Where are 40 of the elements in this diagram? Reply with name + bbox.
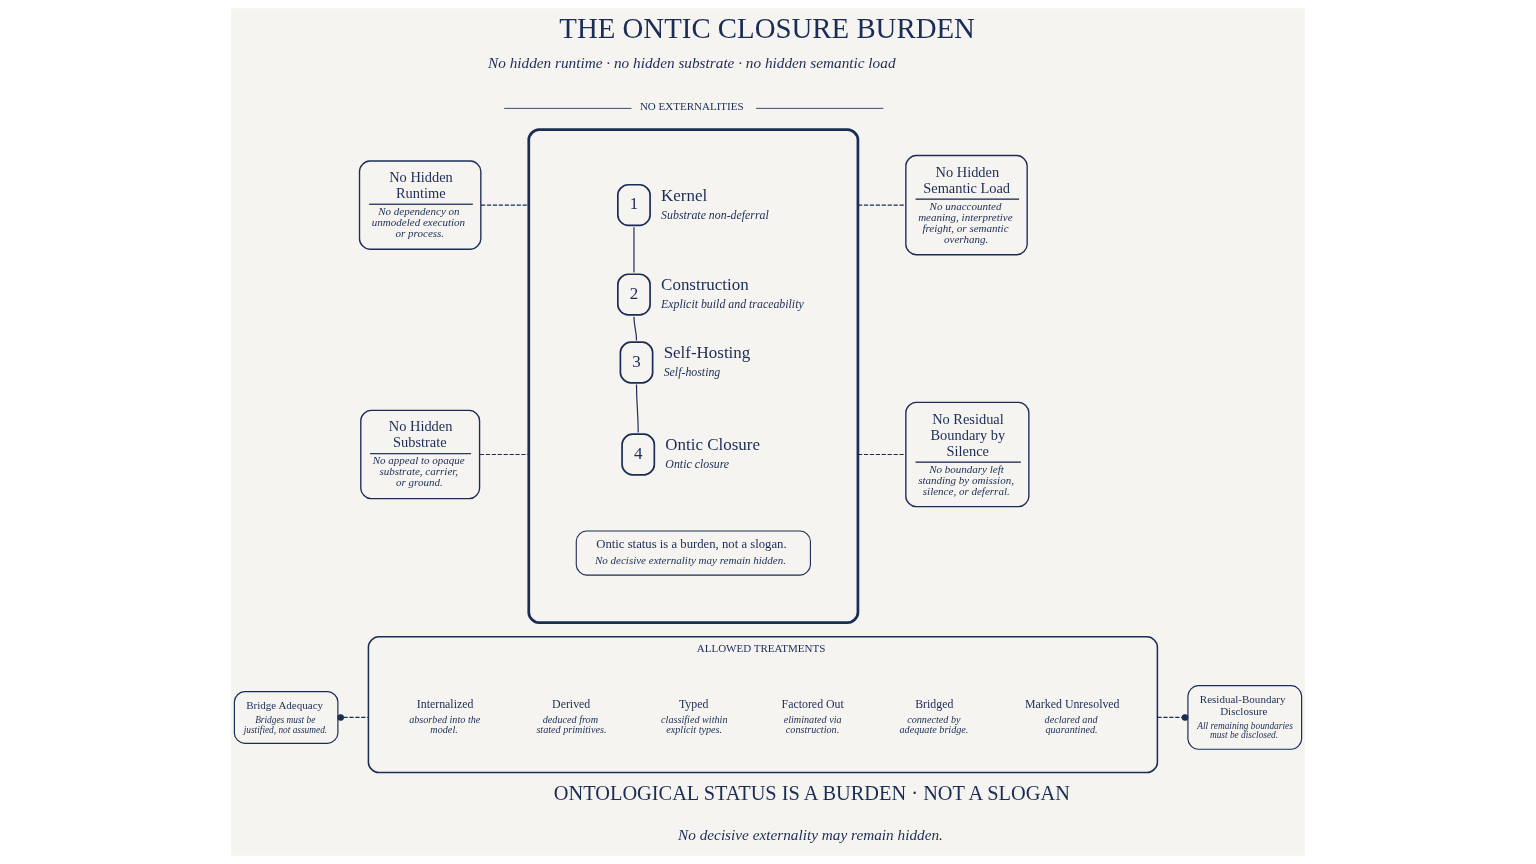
label: ONTOLOGICAL STATUS IS A BURDEN · NOT A SLOGAN: [553, 781, 1070, 804]
node-label: Ontic Closure: [665, 435, 761, 455]
connector: [635, 383, 639, 434]
node-box: No Hidden Semantic Load No unaccounted meaning, interpretive freight, or semantic overhang.: [905, 154, 1028, 256]
node-text: Marked Unresolved declared and quarantined.: [1025, 697, 1120, 736]
cluster: [527, 128, 860, 624]
node-text: Typed classified within explicit types.: [661, 697, 728, 736]
connector: [1156, 714, 1189, 721]
connector: [633, 316, 638, 341]
node-label: Self-hosting: [663, 365, 721, 380]
connector: [633, 226, 635, 274]
node-label: Ontic closure: [665, 457, 730, 472]
node-box: Bridge Adequacy Bridges must be justified, not assumed.: [233, 690, 339, 744]
node-text: Internalized absorbed into the model.: [409, 697, 481, 736]
node-box: Residual-Boundary Disclosure All remaining boundaries must be disclosed.: [1187, 685, 1303, 750]
connector: [480, 204, 530, 206]
node-box: No Residual Boundary by Silence No boundary left standing by omission, silence, or deferral.: [905, 401, 1030, 508]
connector: [857, 453, 907, 456]
node-label: Explicit build and traceability: [661, 297, 804, 312]
node-box: No Hidden Substrate No appeal to opaque substrate, carrier, or ground.: [360, 409, 481, 500]
node-box: Ontic status is a burden, not a slogan. No decisive externality may remain hidden.: [575, 530, 811, 576]
diagram-title: THE ONTIC CLOSURE BURDEN: [559, 12, 975, 45]
node-label: Self-Hosting: [663, 343, 751, 363]
node-box: 1: [617, 183, 651, 227]
node-text: Bridged connected by adequate bridge.: [899, 697, 969, 736]
connector: [479, 453, 530, 456]
connector: [337, 714, 370, 721]
node-text: Derived deduced from stated primitives.: [536, 697, 607, 736]
label: No hidden runtime · no hidden substrate · no hidden semantic load: [488, 54, 896, 71]
connector: [857, 204, 907, 206]
node-label: Construction: [661, 275, 749, 295]
node-label: Substrate non-deferral: [661, 207, 769, 222]
node-text: Factored Out eliminated via construction.: [781, 697, 844, 736]
label: NO EXTERNALITIES: [639, 100, 744, 113]
node-box: No Hidden Runtime No dependency on unmodeled execution or process.: [358, 160, 482, 250]
node-label: Kernel: [661, 185, 708, 205]
node-box: 2: [617, 273, 651, 316]
label: No decisive externality may remain hidden.: [678, 825, 943, 843]
node-box: 3: [619, 341, 654, 384]
node-box: 4: [621, 433, 656, 476]
